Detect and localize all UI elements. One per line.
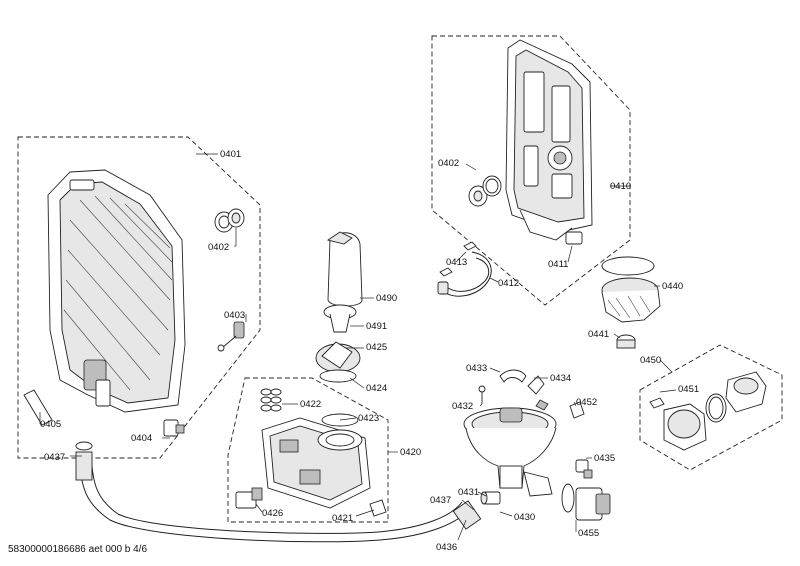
seal-0424 [319, 369, 357, 383]
cover-0425 [315, 341, 361, 373]
label-0430: 0430 [514, 512, 535, 523]
group-outline-0450 [639, 344, 783, 471]
group-outline-0410 [431, 35, 631, 306]
label-0402-right: 0402 [438, 158, 459, 169]
seal-ring-0402-right [468, 175, 502, 207]
label-0450: 0450 [640, 355, 661, 366]
label-0434: 0434 [550, 373, 571, 384]
coupling-0431 [480, 491, 501, 505]
cap-0491 [323, 304, 357, 333]
label-0423: 0423 [358, 413, 379, 424]
base-frame-0401 [47, 169, 186, 413]
clamps-0413 [439, 241, 477, 277]
clip-0421 [369, 499, 387, 517]
bracket-0405 [23, 389, 53, 426]
seal-0441 [616, 334, 636, 349]
clip-0452 [569, 401, 585, 419]
label-0452: 0452 [576, 397, 597, 408]
valve-0426 [235, 487, 263, 509]
label-0402-left: 0402 [208, 242, 229, 253]
label-0404: 0404 [131, 433, 152, 444]
label-0491: 0491 [366, 321, 387, 332]
label-0422: 0422 [300, 399, 321, 410]
small-seals-0422 [260, 388, 282, 412]
label-0433: 0433 [466, 363, 487, 374]
funnel-0490 [326, 231, 363, 307]
label-0424: 0424 [366, 383, 387, 394]
label-0435: 0435 [594, 453, 615, 464]
label-0420: 0420 [400, 447, 421, 458]
label-0421: 0421 [332, 513, 353, 524]
seal-ring-0402-left [214, 208, 245, 233]
pump-0455 [561, 483, 611, 521]
label-0405: 0405 [40, 419, 61, 430]
hose-0412 [437, 251, 492, 297]
label-0412: 0412 [498, 278, 519, 289]
drain-hose-0436 [75, 441, 482, 543]
label-0401: 0401 [220, 149, 241, 160]
filter-clip-0433 [499, 369, 527, 383]
label-0403: 0403 [224, 310, 245, 321]
label-0436: 0436 [436, 542, 457, 553]
softener-0420 [261, 413, 371, 509]
label-0410: 0410 [610, 181, 631, 192]
label-0490: 0490 [376, 293, 397, 304]
label-0431: 0431 [458, 487, 479, 498]
label-0437-right: 0437 [430, 495, 451, 506]
sensor-0404 [163, 419, 185, 437]
screw-0432 [478, 385, 486, 404]
label-0413: 0413 [446, 257, 467, 268]
group-outline-0420 [227, 377, 389, 523]
sump-0430 [463, 407, 557, 497]
sensor-0435 [575, 459, 593, 479]
label-0432: 0432 [452, 401, 473, 412]
drawing-code: 58300000186686 aet 000 b 4/6 [8, 544, 147, 555]
leader-lines [39, 153, 677, 541]
label-0441: 0441 [588, 329, 609, 340]
pump-0450 [663, 371, 767, 451]
label-0425: 0425 [366, 342, 387, 353]
label-0426: 0426 [262, 508, 283, 519]
clip-0434 [527, 375, 549, 411]
group-outline-0401 [17, 136, 261, 459]
label-0440: 0440 [662, 281, 683, 292]
side-panel-0410 [505, 39, 593, 241]
label-0455: 0455 [578, 528, 599, 539]
label-0437-left: 0437 [44, 452, 65, 463]
screw-0403 [217, 321, 245, 352]
connector-0411 [565, 231, 583, 245]
heater-0440 [601, 256, 661, 323]
label-0411: 0411 [548, 259, 568, 270]
clip-0451 [649, 397, 665, 409]
label-0451: 0451 [678, 384, 699, 395]
